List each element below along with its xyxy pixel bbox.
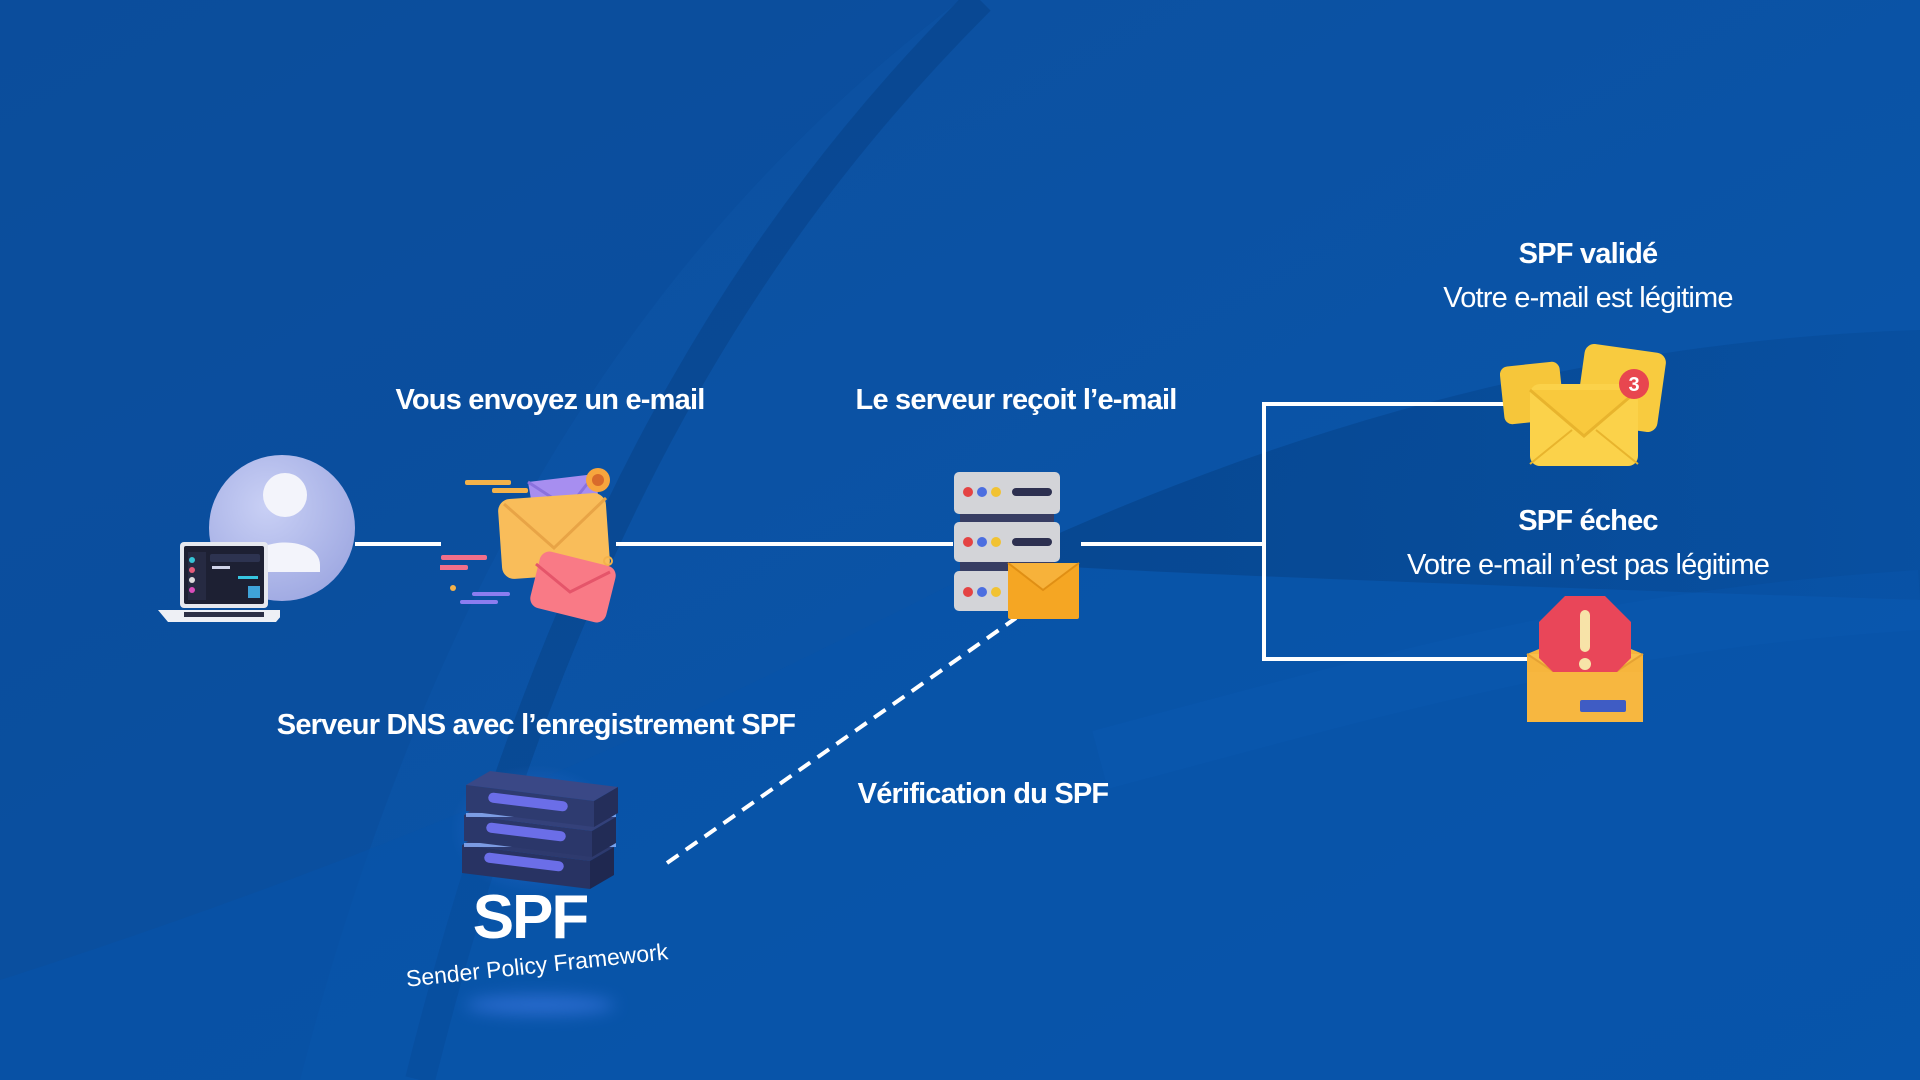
spf-glow: [465, 995, 615, 1015]
dns-server-label: Serveur DNS avec l’enregistrement SPF: [276, 709, 796, 741]
server-leds: [963, 487, 1052, 597]
fail-subtitle: Votre e-mail n’est pas légitime: [1406, 549, 1770, 581]
mail-server-icon: [954, 472, 1080, 619]
badge-count: 3: [1628, 374, 1639, 396]
sender-node: [140, 450, 360, 640]
envelopes-notification-icon: 3: [1500, 344, 1666, 466]
sending-envelopes-icon: [440, 468, 616, 623]
fail-node: [1525, 592, 1645, 727]
sender-label: Vous envoyez un e-mail: [395, 384, 705, 416]
server-unit-top: [466, 771, 618, 827]
pass-subtitle: Votre e-mail est légitime: [1443, 282, 1733, 314]
spf-acronym: SPF: [472, 883, 590, 952]
receiving-server-label: Le serveur reçoit l’e-mail: [855, 384, 1178, 416]
receiving-server-node: [950, 470, 1085, 620]
notification-badge: [1619, 369, 1649, 399]
edge-dns-verification-dashed: [665, 616, 1018, 865]
envelope-warning-icon: [1526, 596, 1644, 722]
pass-title: SPF validé: [1518, 238, 1658, 270]
dns-server-stack-icon: [450, 765, 620, 895]
email-send-node: [440, 460, 620, 630]
verification-label: Vérification du SPF: [857, 778, 1109, 810]
fail-title: SPF échec: [1518, 505, 1658, 537]
dns-server-node: [450, 765, 620, 895]
laptop-icon: [158, 542, 280, 622]
pass-node: 3: [1500, 344, 1675, 469]
